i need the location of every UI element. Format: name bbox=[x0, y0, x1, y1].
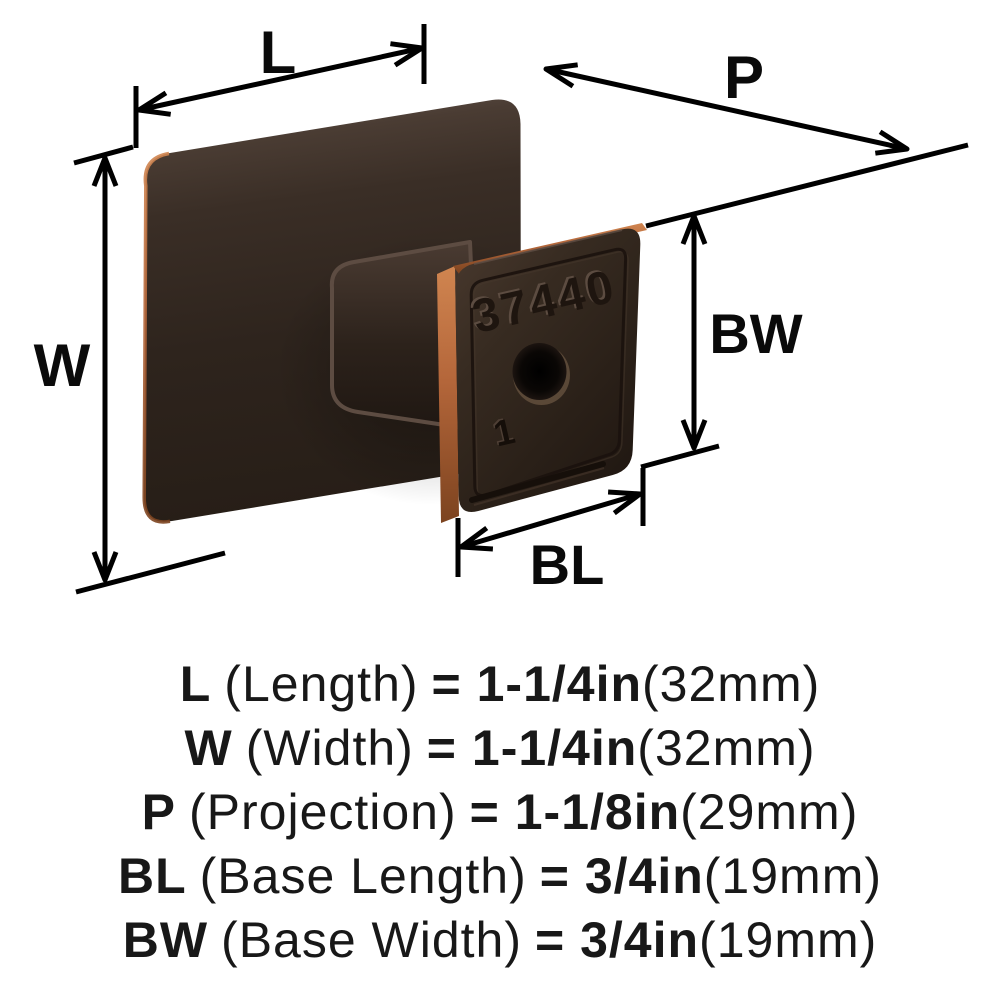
p-extension-line bbox=[645, 142, 969, 229]
product-dimension-diagram: 37440 37440 1 1 bbox=[34, 19, 969, 596]
spec-code: BL bbox=[118, 848, 187, 904]
spec-code: L bbox=[179, 656, 212, 712]
p-line bbox=[545, 66, 908, 152]
spec-value: = 1-1/8in bbox=[469, 784, 681, 840]
knob-diagram-canvas: 37440 37440 1 1 bbox=[34, 19, 969, 596]
spec-name: (Base Length) bbox=[199, 848, 527, 904]
dimension-annotations bbox=[73, 24, 969, 595]
callout-label-P: P bbox=[724, 44, 764, 111]
w-arrowhead-top bbox=[91, 155, 119, 187]
base-plate-bottom-groove bbox=[469, 461, 606, 503]
spec-metric: (32mm) bbox=[637, 720, 816, 776]
p-arrowhead-left bbox=[543, 62, 579, 89]
spec-code: BW bbox=[122, 912, 209, 968]
screw-hole bbox=[512, 343, 567, 400]
base-plate-bottom-groove-light bbox=[473, 467, 605, 506]
spec-line-projection: P(Projection)= 1-1/8in(29mm) bbox=[142, 780, 859, 844]
p-arrowhead-right bbox=[874, 129, 910, 156]
callout-label-W: W bbox=[34, 332, 91, 399]
l-line bbox=[138, 45, 423, 113]
spec-value: = 3/4in bbox=[539, 848, 704, 904]
l-arrowhead-left bbox=[136, 90, 172, 117]
spec-code: W bbox=[184, 720, 233, 776]
base-plate-top-highlight bbox=[473, 229, 623, 265]
bl-arrowhead-left bbox=[458, 525, 494, 552]
spec-value: = 1-1/4in bbox=[431, 656, 643, 712]
bl-line bbox=[460, 491, 641, 550]
spec-name: (Projection) bbox=[189, 784, 457, 840]
spec-value: = 3/4in bbox=[535, 912, 700, 968]
base-plate-copper-left-edge bbox=[437, 266, 459, 523]
spec-value: = 1-1/4in bbox=[426, 720, 638, 776]
spec-line-base-length: BL(Base Length)= 3/4in(19mm) bbox=[118, 844, 882, 908]
spec-metric: (19mm) bbox=[699, 912, 878, 968]
dimension-arrow-W bbox=[73, 144, 226, 595]
bw-tick-bottom bbox=[640, 443, 720, 470]
callout-label-BL: BL bbox=[530, 533, 605, 596]
spec-metric: (29mm) bbox=[680, 784, 859, 840]
knob-illustration: 37440 37440 1 1 bbox=[142, 99, 647, 524]
spec-metric: (19mm) bbox=[703, 848, 882, 904]
dimension-arrow-P bbox=[543, 62, 969, 229]
bw-arrowhead-top bbox=[680, 213, 708, 245]
spec-name: (Base Width) bbox=[221, 912, 523, 968]
dimension-arrow-BW bbox=[640, 213, 720, 470]
callout-label-BW: BW bbox=[709, 302, 802, 365]
callout-label-L: L bbox=[260, 19, 297, 86]
spec-code: P bbox=[141, 784, 176, 840]
l-arrowhead-right bbox=[390, 41, 425, 68]
dimension-arrow-L bbox=[133, 24, 427, 148]
spec-metric: (32mm) bbox=[642, 656, 821, 712]
knob-copper-edge bbox=[142, 151, 171, 524]
bw-arrowhead-bottom bbox=[680, 419, 708, 451]
w-tick-bottom bbox=[75, 550, 226, 595]
dimension-spec-legend: L(Length)= 1-1/4in(32mm) W(Width)= 1-1/4… bbox=[0, 652, 1000, 972]
w-tick-top bbox=[73, 144, 134, 166]
spec-name: (Width) bbox=[245, 720, 414, 776]
bl-arrowhead-right bbox=[607, 489, 643, 516]
w-arrowhead-bottom bbox=[91, 551, 119, 583]
spec-line-length: L(Length)= 1-1/4in(32mm) bbox=[180, 652, 821, 716]
spec-line-width: W(Width)= 1-1/4in(32mm) bbox=[184, 716, 815, 780]
spec-line-base-width: BW(Base Width)= 3/4in(19mm) bbox=[123, 908, 878, 972]
dimension-arrow-BL bbox=[455, 468, 646, 577]
spec-name: (Length) bbox=[224, 656, 419, 712]
